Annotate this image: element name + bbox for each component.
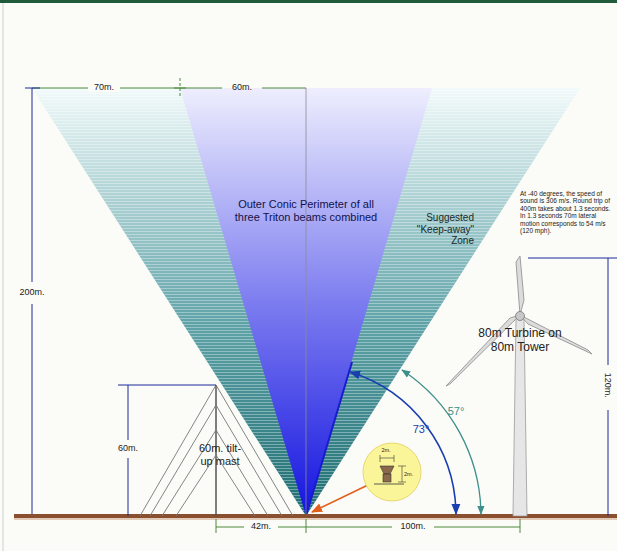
dimension-label: 200m.: [14, 287, 50, 297]
wind-turbine: [446, 256, 592, 516]
dimension-label: 42m.: [244, 521, 278, 531]
dimension-label: 2m.: [404, 471, 420, 477]
turbine-label: 80m Turbine on 80m Tower: [466, 327, 574, 355]
zone-label: Suggested "Keep-away" Zone: [400, 212, 474, 247]
beam-cone: [180, 88, 432, 516]
cone-striping: [32, 88, 580, 516]
top-dimensions: [32, 78, 306, 98]
inset-leader: [312, 484, 370, 512]
keep-away-cone: [32, 88, 580, 516]
angle-label: 57°: [443, 405, 469, 418]
dimension-label: 60m.: [110, 443, 146, 453]
height-dimension: [25, 88, 40, 516]
note-text: At -40 degrees, the speed of sound is 30…: [520, 190, 614, 235]
beam-edge: [306, 362, 352, 516]
beam-label: Outer Conic Perimeter of all three Trito…: [226, 198, 386, 223]
sodar-icon: [374, 455, 406, 484]
bottom-dimensions: [216, 519, 520, 533]
angle-arc-73: [350, 372, 456, 514]
dimension-label: 100m.: [392, 521, 434, 531]
left-rule: [3, 3, 4, 551]
mast-label: 60m. tilt-up mast: [196, 442, 244, 467]
top-rule: [0, 0, 617, 3]
dimension-label: 120m.: [603, 367, 613, 403]
angle-label: 73°: [408, 423, 434, 436]
dimension-label: 70m.: [88, 82, 120, 92]
center-line: [306, 88, 307, 516]
angle-arc-57: [402, 370, 481, 514]
ground-shade: [14, 519, 617, 520]
dimension-label: 60m.: [222, 82, 262, 92]
inset-circle: [363, 443, 421, 501]
tilt-up-mast: [140, 385, 293, 516]
dimension-label: 2m.: [378, 447, 394, 453]
turbine-dimension: [528, 258, 617, 516]
